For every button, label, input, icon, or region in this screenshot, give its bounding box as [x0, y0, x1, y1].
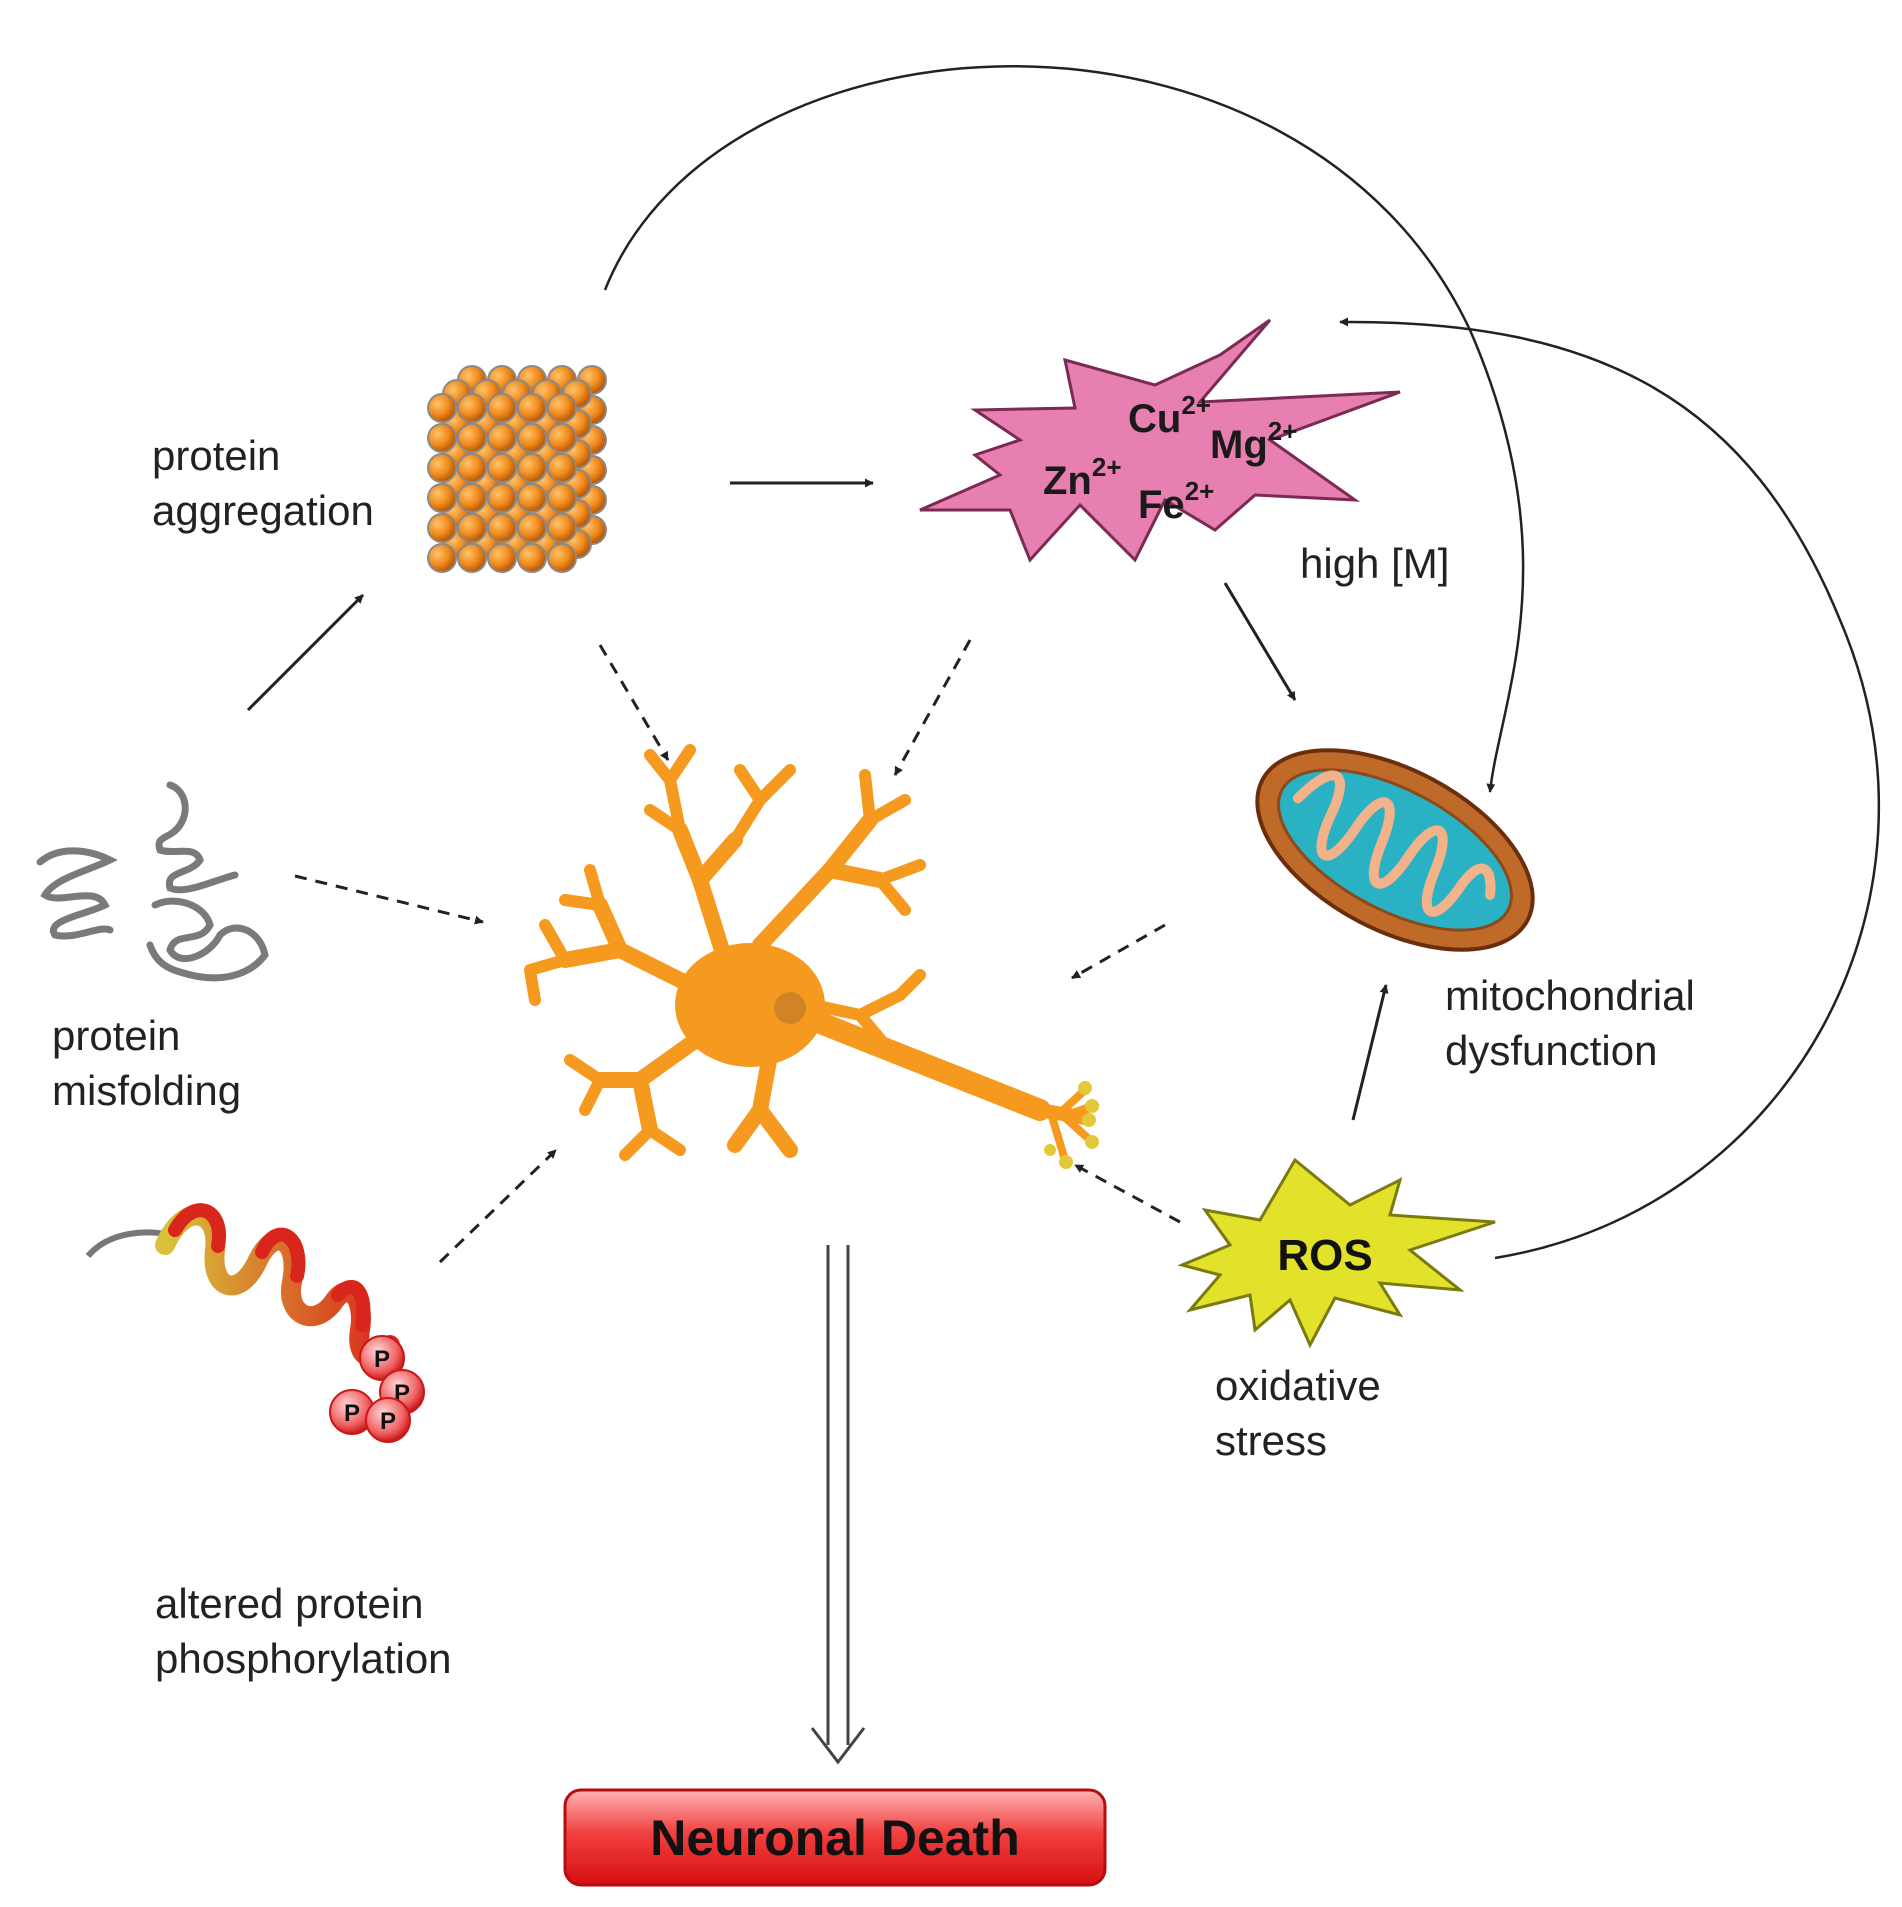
aggregate-sphere	[547, 423, 577, 453]
metal-ion-mg: Mg2+	[1210, 416, 1297, 467]
phosphate-label: P	[344, 1400, 360, 1427]
double-arrow-to-death	[810, 1245, 866, 1765]
label-protein-misfolding: protein misfolding	[52, 1012, 241, 1114]
aggregate-sphere	[487, 543, 517, 573]
aggregate-sphere	[547, 483, 577, 513]
aggregate-sphere	[457, 543, 487, 573]
dashed-arrow-phosphorylation-to-neuron	[438, 1148, 558, 1264]
aggregate-sphere	[547, 453, 577, 483]
protein-aggregate-icon	[427, 365, 607, 573]
phosphate-group	[359, 1335, 405, 1381]
neuron-icon	[524, 744, 1099, 1169]
aggregate-sphere	[427, 483, 457, 513]
ros-burst: ROS	[1177, 1157, 1496, 1349]
ros-label: ROS	[1277, 1231, 1372, 1280]
metal-ion-fe: Fe2+	[1138, 476, 1214, 527]
mitochondria-icon	[1255, 748, 1535, 952]
label-altered-phosphorylation: altered protein phosphorylation	[155, 1580, 452, 1682]
aggregate-sphere	[457, 423, 487, 453]
phosphate-label: P	[374, 1346, 390, 1373]
feedback-arc-ros-to-metals	[1339, 317, 1881, 1260]
aggregate-sphere	[457, 453, 487, 483]
arrow-misfolding-to-aggregation	[246, 593, 365, 712]
aggregate-sphere	[457, 483, 487, 513]
label-high-metal: high [M]	[1300, 540, 1449, 587]
aggregate-sphere	[517, 423, 547, 453]
aggregate-sphere	[427, 453, 457, 483]
feedback-arc-aggregation-to-mitochondria	[603, 65, 1525, 793]
aggregate-sphere	[427, 423, 457, 453]
neuronal-death-label: Neuronal Death	[650, 1810, 1020, 1866]
aggregate-sphere	[517, 543, 547, 573]
aggregate-sphere	[547, 393, 577, 423]
dashed-arrow-mitochondria-to-neuron	[1071, 923, 1166, 980]
aggregate-sphere	[547, 543, 577, 573]
aggregate-sphere	[487, 483, 517, 513]
aggregate-sphere	[487, 513, 517, 543]
label-protein-aggregation: protein aggregation	[152, 432, 374, 534]
misfolded-protein-icon	[36, 781, 269, 982]
dashed-arrow-ros-to-neuron	[1074, 1163, 1181, 1224]
aggregate-sphere	[547, 513, 577, 543]
metal-ion-zn: Zn2+	[1043, 452, 1122, 503]
aggregate-sphere	[517, 513, 547, 543]
label-oxidative-stress: oxidative stress	[1215, 1362, 1392, 1464]
phosphate-group	[365, 1397, 411, 1443]
neuronal-death-box: Neuronal Death	[563, 1788, 1107, 1887]
label-mitochondrial-dysfunction: mitochondrial dysfunction	[1445, 972, 1706, 1074]
aggregate-sphere	[517, 453, 547, 483]
aggregate-sphere	[517, 393, 547, 423]
aggregate-sphere	[427, 513, 457, 543]
metal-ions-burst: Cu2+ Mg2+ Zn2+ Fe2+	[919, 318, 1401, 563]
phosphate-label: P	[380, 1408, 396, 1435]
dashed-arrow-metals-to-neuron	[893, 639, 972, 776]
aggregate-sphere	[487, 423, 517, 453]
aggregate-sphere	[487, 453, 517, 483]
aggregate-sphere	[427, 543, 457, 573]
aggregate-sphere	[517, 483, 547, 513]
dashed-arrow-misfolding-to-neuron	[294, 874, 484, 925]
arrow-metals-to-mitochondria	[1223, 582, 1297, 701]
aggregate-sphere	[487, 393, 517, 423]
aggregate-sphere	[457, 513, 487, 543]
dashed-arrow-aggregation-to-neuron	[598, 644, 670, 761]
aggregate-sphere	[427, 393, 457, 423]
aggregate-sphere	[457, 393, 487, 423]
arrow-ros-to-mitochondria	[1351, 984, 1389, 1121]
metal-ion-cu: Cu2+	[1128, 390, 1211, 441]
